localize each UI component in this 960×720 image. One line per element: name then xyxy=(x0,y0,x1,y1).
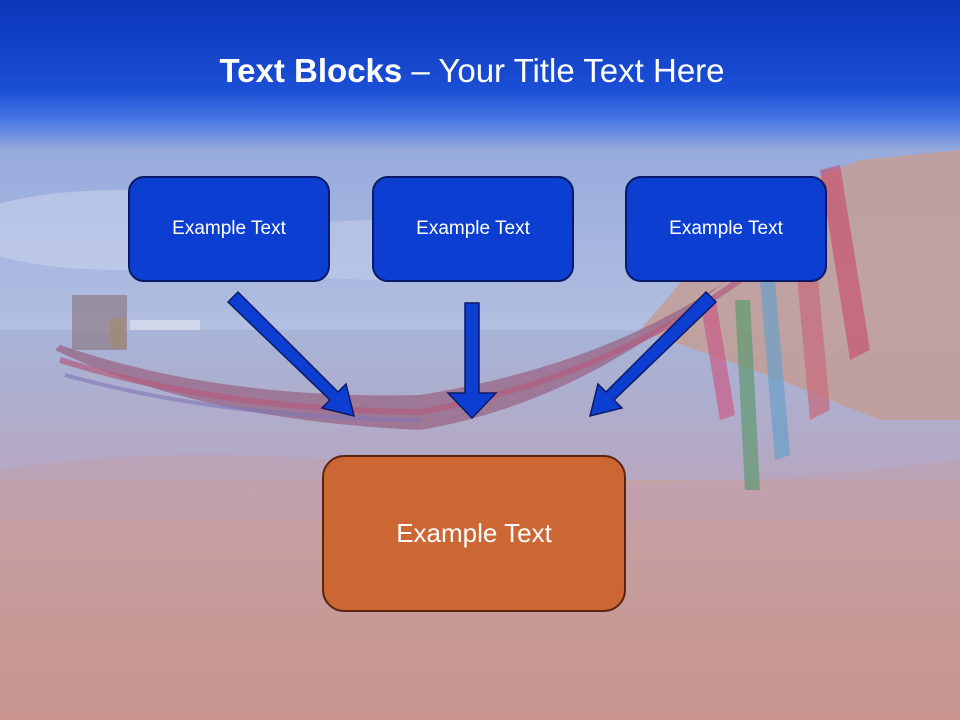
arrow-right xyxy=(588,290,718,418)
arrow-center xyxy=(446,302,498,420)
title-rest: Your Title Text Here xyxy=(438,52,725,89)
text-block-left-label: Example Text xyxy=(172,218,286,239)
text-block-left[interactable]: Example Text xyxy=(128,176,330,282)
arrow-left xyxy=(226,290,356,418)
text-block-right[interactable]: Example Text xyxy=(625,176,827,282)
result-block[interactable]: Example Text xyxy=(322,455,626,612)
text-block-center[interactable]: Example Text xyxy=(372,176,574,282)
result-block-label: Example Text xyxy=(396,518,552,548)
title-bar xyxy=(0,0,960,150)
text-block-right-label: Example Text xyxy=(669,218,783,239)
slide-title: Text Blocks – Your Title Text Here xyxy=(0,52,944,90)
title-bold: Text Blocks xyxy=(219,52,403,89)
title-dash: – xyxy=(402,52,439,89)
text-block-center-label: Example Text xyxy=(416,218,530,239)
